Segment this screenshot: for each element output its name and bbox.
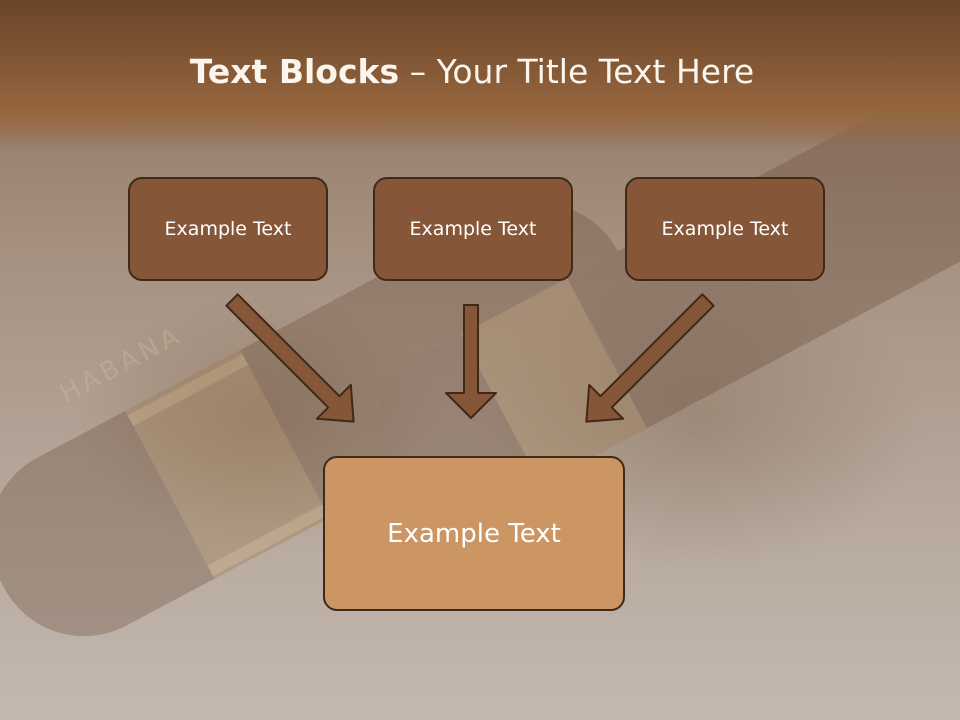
text-block-right: Example Text [625, 177, 825, 281]
page-title: Text Blocks – Your Title Text Here [0, 52, 944, 91]
text-block-center: Example Text [373, 177, 573, 281]
title-rest: – Your Title Text Here [399, 52, 755, 91]
text-block-label: Example Text [661, 218, 789, 240]
arrow-down-icon [445, 304, 497, 419]
arrow-down-right-icon [225, 293, 355, 423]
target-text-label: Example Text [387, 518, 561, 549]
title-bold: Text Blocks [189, 52, 400, 91]
text-block-label: Example Text [409, 218, 537, 240]
text-block-left: Example Text [128, 177, 328, 281]
target-text-block: Example Text [323, 456, 625, 611]
header-band [0, 0, 960, 150]
arrow-down-left-icon [585, 293, 715, 423]
text-block-label: Example Text [164, 218, 292, 240]
